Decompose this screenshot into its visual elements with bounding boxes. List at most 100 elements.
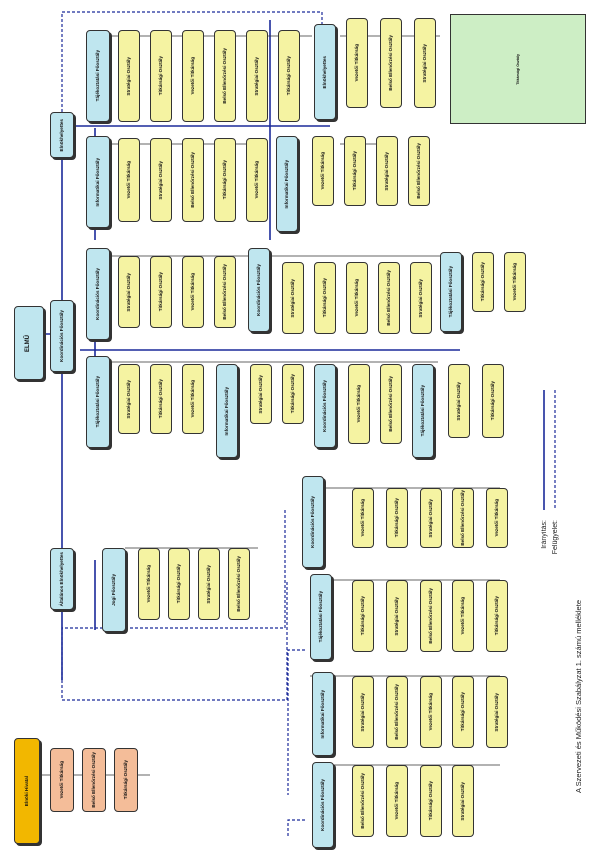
unit-21[interactable]: Titkársági Osztály bbox=[472, 252, 494, 312]
kozponti-box[interactable]: Koordinációs Főosztály bbox=[50, 300, 74, 372]
unit-5[interactable]: Stratégiai Osztály bbox=[246, 30, 268, 122]
unit-52[interactable]: Titkársági Osztály bbox=[486, 580, 508, 652]
unit-18[interactable]: Vezetői Titkárság bbox=[346, 262, 368, 334]
unit-54[interactable]: Belső Ellenőrzési Osztály bbox=[386, 676, 408, 748]
unit-6[interactable]: Titkársági Osztály bbox=[278, 30, 300, 122]
unit-34[interactable]: Stratégiai Osztály bbox=[414, 18, 436, 108]
unit-39[interactable]: Vezetői Titkárság bbox=[138, 548, 160, 620]
unit-50-label: Belső Ellenőrzési Osztály bbox=[428, 588, 434, 644]
document-title: A Szervezeti és Működési Szabályzat 1. s… bbox=[574, 600, 583, 794]
unit-17[interactable]: Titkársági Osztály bbox=[314, 262, 336, 334]
unit-28[interactable]: Vezetői Titkárság bbox=[348, 364, 370, 444]
unit-49[interactable]: Stratégiai Osztály bbox=[386, 580, 408, 652]
unit-45[interactable]: Stratégiai Osztály bbox=[420, 488, 442, 548]
unit-56[interactable]: Titkársági Osztály bbox=[452, 676, 474, 748]
main-mid-4[interactable]: Koordinációs Főosztály bbox=[314, 364, 336, 448]
unit-60[interactable]: Titkársági Osztály bbox=[420, 765, 442, 837]
unit-7[interactable]: Vezetői Titkárság bbox=[118, 138, 140, 222]
unit-58[interactable]: Belső Ellenőrzési Osztály bbox=[352, 765, 374, 837]
main-br-4[interactable]: Koordinációs Főosztály bbox=[312, 762, 334, 848]
unit-8[interactable]: Stratégiai Osztály bbox=[150, 138, 172, 222]
main-br-2-label: Tájékoztatási Főosztály bbox=[318, 591, 324, 643]
unit-24[interactable]: Titkársági Osztály bbox=[150, 364, 172, 434]
unit-16[interactable]: Stratégiai Osztály bbox=[282, 262, 304, 334]
main-mid-3[interactable]: Informatikai Főosztály bbox=[216, 364, 238, 458]
unit-48[interactable]: Titkársági Osztály bbox=[352, 580, 374, 652]
unit-44[interactable]: Titkársági Osztály bbox=[386, 488, 408, 548]
unit-20[interactable]: Stratégiai Osztály bbox=[410, 262, 432, 334]
unit-2[interactable]: Titkársági Osztály bbox=[150, 30, 172, 122]
main-right-2[interactable]: Informatikai Főosztály bbox=[276, 136, 298, 232]
unit-43[interactable]: Vezetői Titkárság bbox=[352, 488, 374, 548]
unit-36[interactable]: Titkársági Osztály bbox=[344, 136, 366, 206]
unit-25[interactable]: Vezetői Titkárság bbox=[182, 364, 204, 434]
unit-37[interactable]: Stratégiai Osztály bbox=[376, 136, 398, 206]
unit-32[interactable]: Vezetői Titkárság bbox=[346, 18, 368, 108]
salmon-box-2[interactable]: Belső Ellenőrzési Osztály bbox=[82, 748, 106, 812]
unit-23[interactable]: Stratégiai Osztály bbox=[118, 364, 140, 434]
unit-27[interactable]: Titkársági Osztály bbox=[282, 364, 304, 424]
unit-11[interactable]: Vezetői Titkárság bbox=[246, 138, 268, 222]
elnok-hivatal-box[interactable]: Elnöki Hivatal bbox=[14, 738, 40, 844]
unit-3[interactable]: Vezetői Titkárság bbox=[182, 30, 204, 122]
unit-26[interactable]: Stratégiai Osztály bbox=[250, 364, 272, 424]
unit-41[interactable]: Stratégiai Osztály bbox=[198, 548, 220, 620]
unit-17-label: Titkársági Osztály bbox=[322, 278, 328, 318]
unit-57[interactable]: Stratégiai Osztály bbox=[486, 676, 508, 748]
unit-12[interactable]: Stratégiai Osztály bbox=[118, 256, 140, 328]
unit-51[interactable]: Vezetői Titkárság bbox=[452, 580, 474, 652]
main-mid-5[interactable]: Tájékoztatási Főosztály bbox=[412, 364, 434, 458]
unit-49-label: Stratégiai Osztály bbox=[394, 596, 400, 636]
salmon-box-3[interactable]: Titkársági Osztály bbox=[114, 748, 138, 812]
unit-59[interactable]: Vezetői Titkárság bbox=[386, 765, 408, 837]
legend-lines bbox=[543, 390, 556, 510]
unit-40[interactable]: Titkársági Osztály bbox=[168, 548, 190, 620]
elnokhelyettes-box[interactable]: Elnökhelyettes bbox=[50, 112, 74, 158]
unit-19[interactable]: Belső Ellenőrzési Osztály bbox=[378, 262, 400, 334]
unit-61[interactable]: Stratégiai Osztály bbox=[452, 765, 474, 837]
main-mid-2[interactable]: Tájékoztatási Főosztály bbox=[440, 252, 462, 332]
unit-20-label: Stratégiai Osztály bbox=[418, 278, 424, 318]
unit-33[interactable]: Belső Ellenőrzési Osztály bbox=[380, 18, 402, 108]
main-top-3[interactable]: Koordinációs Főosztály bbox=[86, 248, 110, 340]
unit-53[interactable]: Stratégiai Osztály bbox=[352, 676, 374, 748]
unit-30[interactable]: Stratégiai Osztály bbox=[448, 364, 470, 438]
unit-15[interactable]: Belső Ellenőrzési Osztály bbox=[214, 256, 236, 328]
unit-42[interactable]: Belső Ellenőrzési Osztály bbox=[228, 548, 250, 620]
unit-38[interactable]: Belső Ellenőrzési Osztály bbox=[408, 136, 430, 206]
unit-1[interactable]: Stratégiai Osztály bbox=[118, 30, 140, 122]
unit-16-label: Stratégiai Osztály bbox=[290, 278, 296, 318]
main-right-1[interactable]: Elnökhelyettes bbox=[314, 24, 336, 120]
main-br-1[interactable]: Koordinációs Főosztály bbox=[302, 476, 324, 568]
root-box[interactable]: ELMŰ bbox=[14, 306, 44, 380]
jogi-box[interactable]: Jogi Főosztály bbox=[102, 548, 126, 632]
unit-47[interactable]: Vezetői Titkárság bbox=[486, 488, 508, 548]
main-top-4[interactable]: Tájékoztatási Főosztály bbox=[86, 356, 110, 448]
unit-57-label: Stratégiai Osztály bbox=[494, 692, 500, 732]
main-top-1[interactable]: Tájékoztatási Főosztály bbox=[86, 30, 110, 122]
unit-55[interactable]: Vezetői Titkárság bbox=[420, 676, 442, 748]
salmon-box-1[interactable]: Vezetői Titkárság bbox=[50, 748, 74, 812]
unit-35[interactable]: Vezetői Titkárság bbox=[312, 136, 334, 206]
unit-31[interactable]: Titkársági Osztály bbox=[482, 364, 504, 438]
unit-21-label: Titkársági Osztály bbox=[480, 262, 486, 302]
main-br-3[interactable]: Informatikai Főosztály bbox=[312, 672, 334, 756]
unit-50[interactable]: Belső Ellenőrzési Osztály bbox=[420, 580, 442, 652]
unit-9[interactable]: Belső Ellenőrzési Osztály bbox=[182, 138, 204, 222]
unit-46[interactable]: Belső Ellenőrzési Osztály bbox=[452, 488, 474, 548]
unit-42-label: Belső Ellenőrzési Osztály bbox=[236, 556, 242, 612]
altalanos-elnokh-box[interactable]: Általános Elnökhelyettes bbox=[50, 548, 74, 610]
main-br-2[interactable]: Tájékoztatási Főosztály bbox=[310, 574, 332, 660]
unit-29[interactable]: Belső Ellenőrzési Osztály bbox=[380, 364, 402, 444]
unit-46-label: Belső Ellenőrzési Osztály bbox=[460, 490, 466, 546]
unit-4[interactable]: Belső Ellenőrzési Osztály bbox=[214, 30, 236, 122]
unit-10-label: Titkársági Osztály bbox=[222, 160, 228, 200]
unit-11-label: Vezetői Titkárság bbox=[254, 161, 260, 199]
main-right-2-label: Informatikai Főosztály bbox=[284, 159, 290, 209]
unit-14[interactable]: Vezetői Titkárság bbox=[182, 256, 204, 328]
unit-22[interactable]: Vezetői Titkárság bbox=[504, 252, 526, 312]
main-mid-1[interactable]: Koordinációs Főosztály bbox=[248, 248, 270, 332]
main-top-2[interactable]: Informatikai Főosztály bbox=[86, 136, 110, 228]
unit-10[interactable]: Titkársági Osztály bbox=[214, 138, 236, 222]
unit-13[interactable]: Titkársági Osztály bbox=[150, 256, 172, 328]
